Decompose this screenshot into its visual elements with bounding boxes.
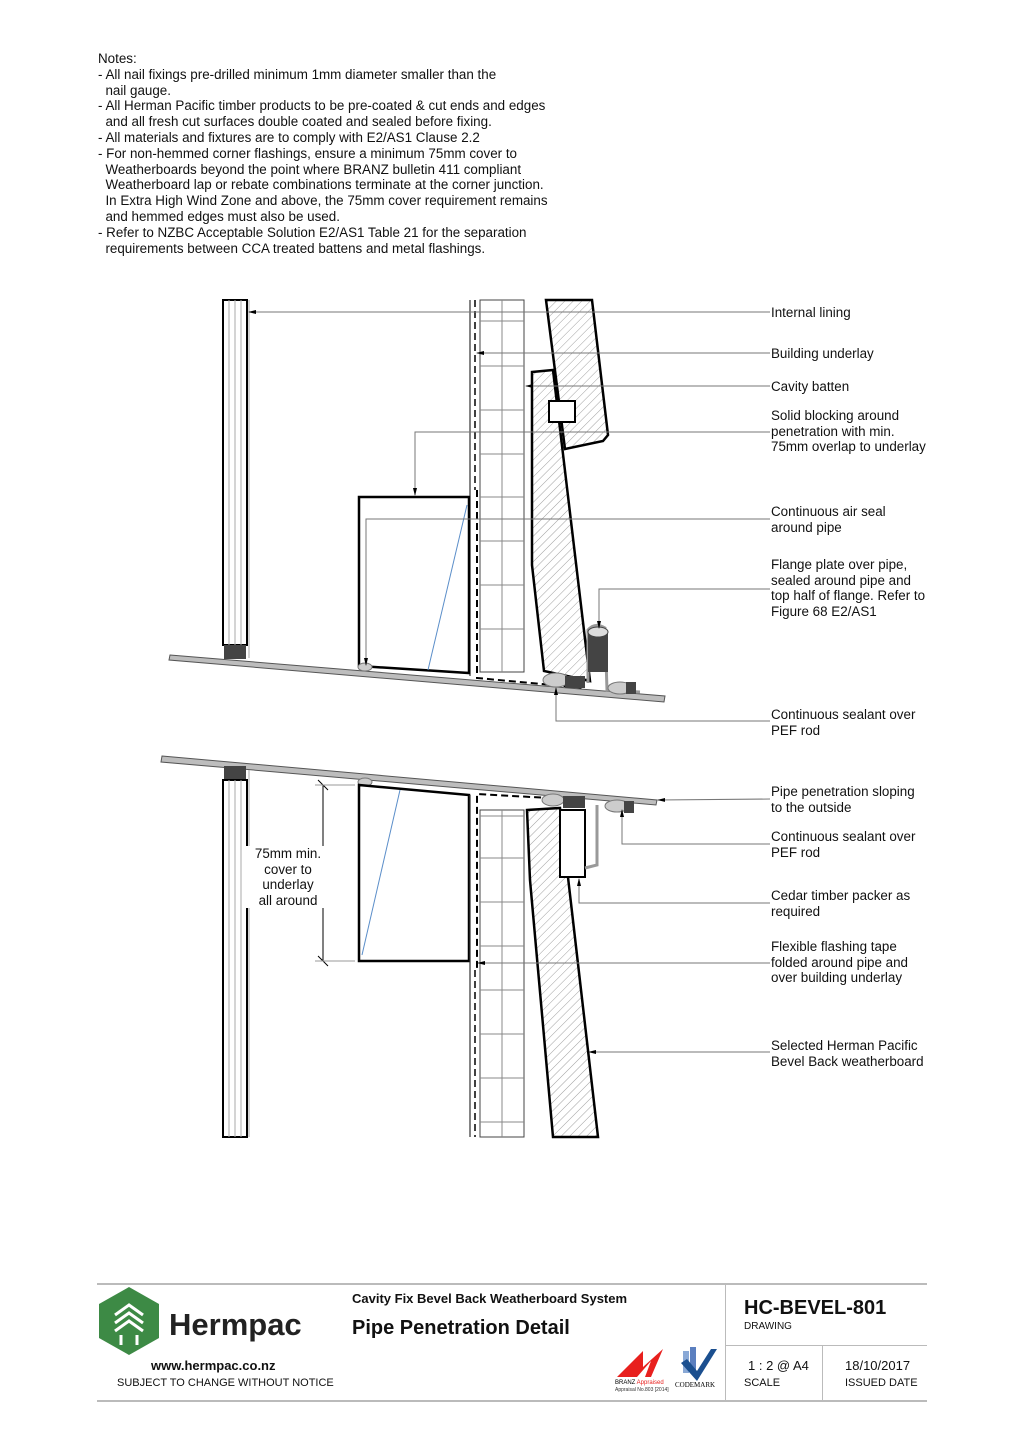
drawing-title: Pipe Penetration Detail bbox=[352, 1317, 570, 1339]
upper-section bbox=[168, 298, 666, 703]
codemark-logo: CODEMARK bbox=[675, 1347, 717, 1389]
internal-lining bbox=[222, 299, 248, 659]
label-pipe-sloping: Pipe penetration sloping to the outside bbox=[771, 784, 915, 815]
pipe-wall bbox=[168, 654, 666, 703]
scale-label: SCALE bbox=[744, 1377, 781, 1389]
label-air-seal: Continuous air seal around pipe bbox=[771, 504, 886, 535]
cavity-batten bbox=[479, 809, 525, 1138]
label-building-underlay: Building underlay bbox=[771, 346, 874, 361]
website-link[interactable]: www.hermpac.co.nz bbox=[151, 1358, 276, 1373]
flange-and-sealant bbox=[542, 623, 641, 695]
label-cavity-batten: Cavity batten bbox=[771, 379, 850, 394]
label-weatherboard: Selected Herman Pacific Bevel Back weath… bbox=[771, 1038, 924, 1069]
drawing-number: HC-BEVEL-801 bbox=[744, 1297, 887, 1319]
label-cedar-packer: Cedar timber packer as required bbox=[771, 888, 911, 919]
label-sealant-top: Continuous sealant over PEF rod bbox=[771, 707, 916, 738]
notes-heading: Notes: bbox=[98, 51, 137, 66]
issued-date-label: ISSUED DATE bbox=[845, 1377, 918, 1389]
dimension-label: 75mm min. cover to underlay all around bbox=[246, 846, 330, 909]
cavity-batten bbox=[479, 299, 525, 673]
svg-text:CODEMARK: CODEMARK bbox=[675, 1381, 715, 1389]
pipe-wall bbox=[160, 755, 658, 806]
scale-value: 1 : 2 @ A4 bbox=[748, 1358, 809, 1373]
internal-lining bbox=[222, 766, 248, 1138]
system-name: Cavity Fix Bevel Back Weatherboard Syste… bbox=[352, 1291, 628, 1306]
branz-logo: BRANZ Appraised bbox=[615, 1349, 664, 1386]
solid-blocking bbox=[357, 783, 471, 963]
cedar-packer bbox=[559, 809, 586, 878]
solid-blocking bbox=[357, 495, 471, 675]
leader-lines bbox=[248, 310, 771, 1054]
note-item: - All Herman Pacific timber products to … bbox=[98, 98, 546, 130]
weatherboard bbox=[525, 806, 600, 1139]
notes: Notes:- All nail fixings pre-drilled min… bbox=[98, 51, 548, 256]
title-block: Hermpac www.hermpac.co.nz SUBJECT TO CHA… bbox=[97, 1283, 927, 1402]
lower-section bbox=[160, 755, 658, 1139]
drawing-label: DRAWING bbox=[744, 1321, 792, 1332]
note-item: - For non-hemmed corner flashings, ensur… bbox=[98, 145, 548, 224]
label-internal-lining: Internal lining bbox=[771, 305, 851, 320]
label-sealant-bottom: Continuous sealant over PEF rod bbox=[771, 829, 916, 860]
note-item: - All nail fixings pre-drilled minimum 1… bbox=[98, 66, 497, 98]
svg-text:BRANZ Appraised: BRANZ Appraised bbox=[615, 1380, 664, 1386]
label-solid-blocking: Solid blocking around penetration with m… bbox=[771, 408, 926, 455]
note-item: - Refer to NZBC Acceptable Solution E2/A… bbox=[98, 224, 527, 256]
hermpac-logo bbox=[99, 1287, 159, 1355]
note-item: - All materials and fixtures are to comp… bbox=[98, 129, 480, 145]
logo-text: Hermpac bbox=[169, 1307, 302, 1342]
branz-appraisal-number: Appraisal No.803 [2014] bbox=[615, 1387, 669, 1393]
solid-blocking-small bbox=[548, 400, 576, 423]
disclaimer: SUBJECT TO CHANGE WITHOUT NOTICE bbox=[117, 1377, 334, 1389]
label-flashing-tape: Flexible flashing tape folded around pip… bbox=[771, 939, 908, 986]
issued-date: 18/10/2017 bbox=[845, 1358, 911, 1373]
label-flange-plate: Flange plate over pipe, sealed around pi… bbox=[771, 557, 926, 619]
